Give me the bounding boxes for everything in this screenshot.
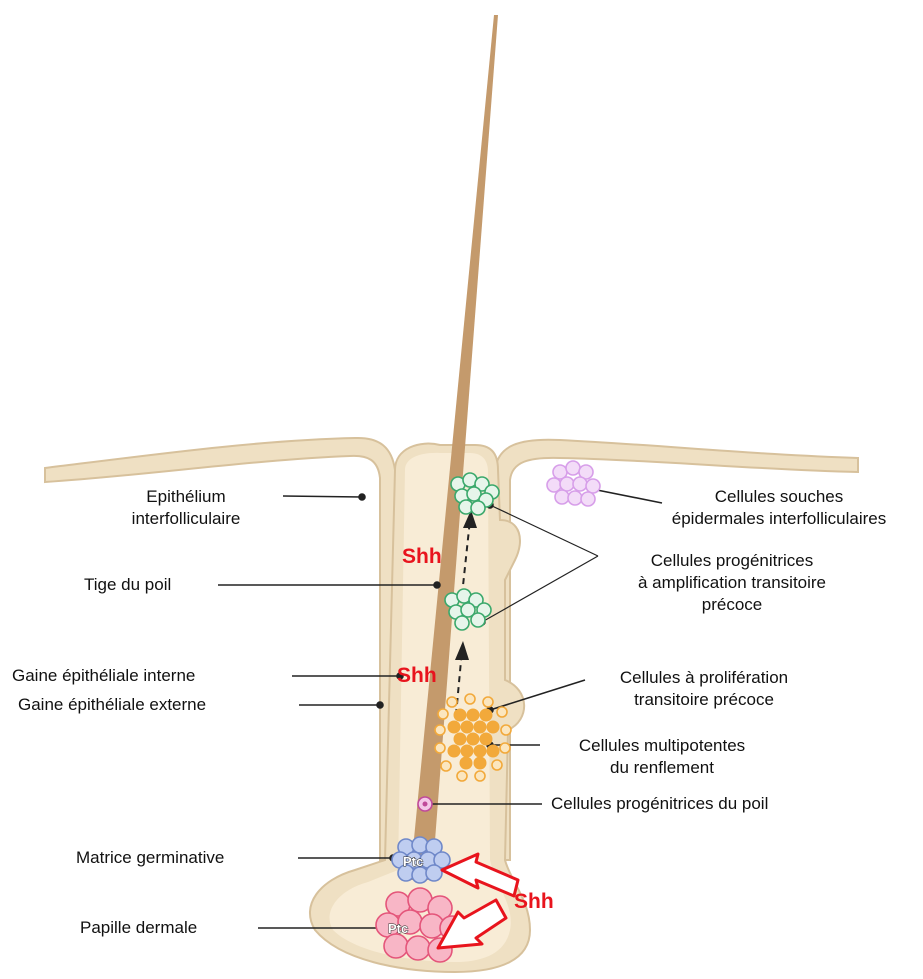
shh-label-middle: Shh (397, 664, 437, 688)
orange-ring-cell (497, 707, 507, 717)
label-hair-shaft: Tige du poil (84, 574, 171, 596)
orange-cell (480, 709, 492, 721)
orange-cell (461, 721, 473, 733)
label-stem-cells-line2: épidermales interfolliculaires (672, 508, 886, 530)
label-epithelium: Epithélium interfolliculaire (132, 486, 241, 530)
orange-ring-cell (465, 694, 475, 704)
orange-cell (448, 721, 460, 733)
label-multipotent-line1: Cellules multipotentes (579, 735, 745, 757)
green-cell (471, 501, 485, 515)
orange-cell (474, 721, 486, 733)
label-epithelium-line2: interfolliculaire (132, 508, 241, 530)
label-transient-proliferation: Cellules à prolifération transitoire pré… (620, 667, 788, 711)
orange-cell (480, 733, 492, 745)
orange-ring-cell (457, 771, 467, 781)
orange-cell (474, 745, 486, 757)
orange-cell (448, 745, 460, 757)
violet-cell (568, 491, 582, 505)
blue-cell (426, 865, 442, 881)
orange-ring-cell (475, 771, 485, 781)
orange-ring-cell (492, 760, 502, 770)
label-hair-progenitor: Cellules progénitrices du poil (551, 793, 768, 815)
ptc-label-matrix: Ptc (403, 854, 423, 869)
label-progenitor-line2: à amplification transitoire (638, 572, 826, 594)
leader-dot-epithelium (359, 494, 365, 500)
orange-ring-cell (501, 725, 511, 735)
label-progenitor-line1: Cellules progénitrices (638, 550, 826, 572)
violet-cell (586, 479, 600, 493)
shh-label-upper: Shh (402, 545, 442, 569)
violet-cell (581, 492, 595, 506)
label-transient-line2: transitoire précoce (620, 689, 788, 711)
orange-ring-cell (438, 709, 448, 719)
ptc-label-papilla: Ptc (388, 921, 408, 936)
pink-cell (406, 936, 430, 960)
leader-epithelium (283, 496, 362, 497)
violet-cell (573, 477, 587, 491)
shh-label-lower: Shh (514, 890, 554, 914)
orange-cell (461, 745, 473, 757)
violet-cluster (547, 461, 600, 506)
orange-cell (487, 721, 499, 733)
orange-ring-cell (435, 743, 445, 753)
label-stem-cells-line1: Cellules souches (672, 486, 886, 508)
orange-ring-cell (447, 697, 457, 707)
label-multipotent-bulge: Cellules multipotentes du renflement (579, 735, 745, 779)
pink-cell (384, 934, 408, 958)
label-transient-line1: Cellules à prolifération (620, 667, 788, 689)
orange-cell (454, 733, 466, 745)
violet-cell (560, 477, 574, 491)
label-epithelium-line1: Epithélium (132, 486, 241, 508)
green-cell (455, 616, 469, 630)
orange-cell (487, 745, 499, 757)
orange-ring-cell (441, 761, 451, 771)
orange-cell (460, 757, 472, 769)
label-progenitor-amplification: Cellules progénitrices à amplification t… (638, 550, 826, 616)
leader-dot-outer-sheath (377, 702, 383, 708)
orange-ring-cell (500, 743, 510, 753)
leader-dot-hair-shaft (434, 582, 440, 588)
orange-ring-cell (483, 697, 493, 707)
orange-cell (467, 709, 479, 721)
label-inner-sheath: Gaine épithéliale interne (12, 665, 195, 687)
label-germinal-matrix: Matrice germinative (76, 847, 224, 869)
hair-progenitor-cell (418, 797, 432, 811)
orange-cell (467, 733, 479, 745)
hair-progenitor-nucleus (423, 802, 428, 807)
violet-cell (566, 461, 580, 475)
label-progenitor-line3: précoce (638, 594, 826, 616)
violet-cell (555, 490, 569, 504)
label-multipotent-line2: du renflement (579, 757, 745, 779)
green-cell (471, 613, 485, 627)
orange-cell (474, 757, 486, 769)
label-dermal-papilla: Papille dermale (80, 917, 197, 939)
orange-ring-cell (435, 725, 445, 735)
label-outer-sheath: Gaine épithéliale externe (18, 694, 206, 716)
label-stem-cells: Cellules souches épidermales interfollic… (672, 486, 886, 530)
orange-cell (454, 709, 466, 721)
